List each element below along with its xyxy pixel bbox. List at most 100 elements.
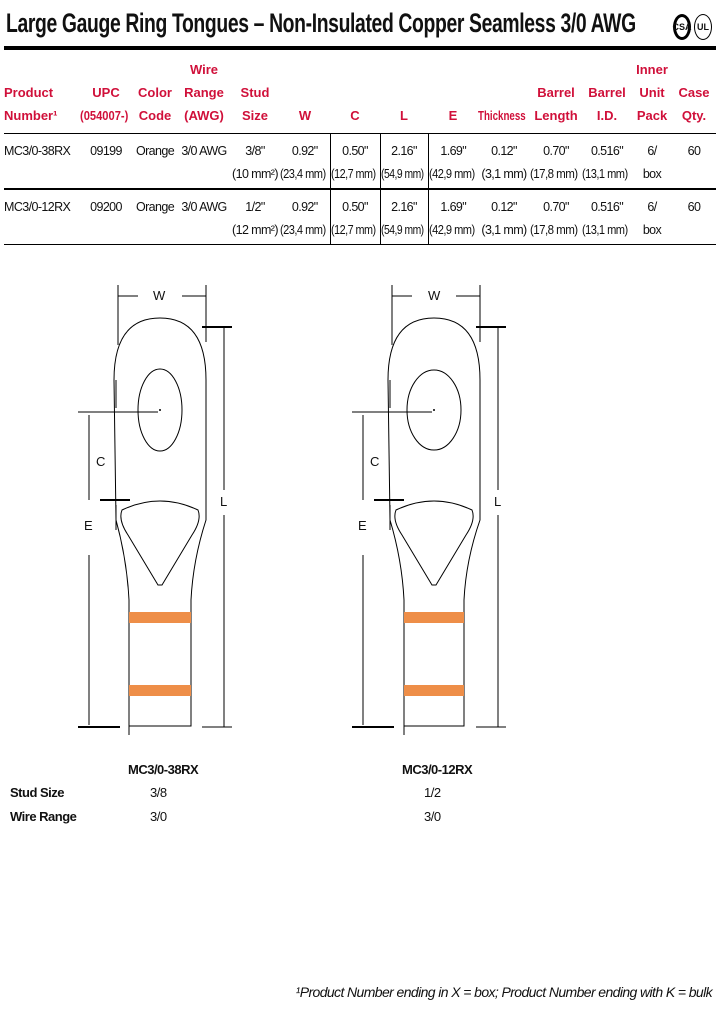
cell-line: (13,1 mm) xyxy=(582,223,628,237)
column-header: C xyxy=(330,58,380,134)
table-cell: 6/box xyxy=(632,134,672,190)
cell-line: 0.70" xyxy=(543,200,569,214)
cell-line: (13,1 mm) xyxy=(582,167,628,181)
ul-logo-icon: UL xyxy=(694,14,712,40)
column-header-line: Qty. xyxy=(681,108,707,123)
cell-line: (3,1 mm) xyxy=(481,167,527,181)
wire-range-38rx: 3/0 xyxy=(150,809,167,824)
lug-outline xyxy=(113,317,207,735)
column-header-line: Length xyxy=(534,108,578,123)
color-band xyxy=(129,612,191,623)
cell-line: box xyxy=(642,167,662,181)
table-cell: 0.516" (13,1 mm) xyxy=(582,189,632,245)
column-header-line: W xyxy=(298,108,312,123)
table-cell: 0.70" (17,8 mm) xyxy=(530,189,582,245)
table-cell: Orange xyxy=(132,189,178,245)
table-cell: Orange xyxy=(132,134,178,190)
column-header-line: Pack xyxy=(636,108,668,123)
cell-line: 6/ xyxy=(647,200,657,214)
cell-line: (17,8 mm) xyxy=(530,167,578,181)
wire-range-label: Wire Range xyxy=(10,809,77,824)
column-header-line: (AWG) xyxy=(184,108,224,123)
cell-line: 09200 xyxy=(90,200,122,214)
column-header: Thickness xyxy=(478,58,530,134)
cell-line: 3/0 AWG xyxy=(181,200,227,214)
cell-line: (54,9 mm) xyxy=(380,167,424,181)
table-cell: 1.69" (42,9 mm) xyxy=(427,133,478,189)
cell-line: 0.516" xyxy=(590,144,624,158)
column-header-line: C xyxy=(350,108,360,123)
table-cell: 0.516" (13,1 mm) xyxy=(582,134,632,190)
cell-line: 09199 xyxy=(90,144,122,158)
cell-line: 0.50" xyxy=(342,200,368,214)
csa-logo-icon: CSA xyxy=(673,14,692,40)
column-header-line: Thickness xyxy=(478,108,526,123)
cell-line: 3/8" xyxy=(245,144,265,158)
title-rule xyxy=(4,46,716,50)
table-cell: 09199 xyxy=(80,134,132,190)
color-band xyxy=(404,685,464,696)
cell-line: 0.12" xyxy=(491,144,517,158)
cell-line: (42,9 mm) xyxy=(428,167,475,181)
table-cell: 2.16"(54,9 mm) xyxy=(379,189,428,245)
column-header-line: (054007-) xyxy=(80,108,129,123)
cell-line: (12,7 mm) xyxy=(330,167,376,181)
cell-line: 1.69" xyxy=(440,200,467,214)
dim-label-e: E xyxy=(84,518,93,533)
table-cell: 0.12" (3,1 mm) xyxy=(478,134,530,190)
table-cell: 60 xyxy=(672,134,716,190)
cell-line: 60 xyxy=(687,200,701,214)
cell-line: Orange xyxy=(135,144,175,158)
table-cell: 0.50"(12,7 mm) xyxy=(329,189,380,245)
table-cell: 6/box xyxy=(632,189,672,245)
cell-line: 1.69" xyxy=(440,144,467,158)
cell-line: 3/0 AWG xyxy=(181,144,227,158)
lug-diagram-12rx xyxy=(352,285,506,735)
lug-outline xyxy=(387,317,481,735)
part-name-12rx: MC3/0-12RX xyxy=(402,762,473,777)
certification-marks: CSA UL xyxy=(673,14,712,40)
cell-line: 1/2" xyxy=(245,200,265,214)
cell-line: 6/ xyxy=(647,144,657,158)
cell-line: Orange xyxy=(135,200,175,214)
wire-range-12rx: 3/0 xyxy=(424,809,441,824)
inspection-window xyxy=(394,500,474,586)
cell-line: (12 mm²) xyxy=(232,223,278,237)
column-header-line: Stud xyxy=(240,85,270,100)
table-cell: MC3/0-38RX xyxy=(4,134,80,190)
part-name-38rx: MC3/0-38RX xyxy=(128,762,199,777)
table-cell: 0.50" (12,7 mm) xyxy=(329,133,380,189)
cell-line: 0.516" xyxy=(590,200,624,214)
footnote: ¹Product Number ending in X = box; Produ… xyxy=(295,984,713,1000)
column-header-line: L xyxy=(400,108,408,123)
stud-size-12rx: 1/2 xyxy=(424,785,441,800)
cell-line: MC3/0-12RX xyxy=(4,200,71,214)
center-mark xyxy=(159,409,161,411)
table-cell: 60 xyxy=(672,189,716,245)
cell-line: 0.50" xyxy=(342,144,368,158)
stud-size-38rx: 3/8 xyxy=(150,785,167,800)
column-header-line: Color xyxy=(138,85,172,100)
stud-hole xyxy=(406,369,462,451)
page-title: Large Gauge Ring Tongues – Non-Insulated… xyxy=(6,8,636,38)
column-header-line: E xyxy=(448,108,458,123)
column-header-line: Barrel xyxy=(537,85,575,100)
cell-line: (17,8 mm) xyxy=(530,223,578,237)
column-header-line: Code xyxy=(138,108,172,123)
cell-line: 0.70" xyxy=(543,144,569,158)
table-row: MC3/0-12RX 09200 Orange 3/0 AWG 1/2" (12 mm²)… xyxy=(4,189,716,245)
column-header-line: Case xyxy=(678,85,710,100)
column-header: W xyxy=(280,58,330,134)
color-band xyxy=(404,612,464,623)
